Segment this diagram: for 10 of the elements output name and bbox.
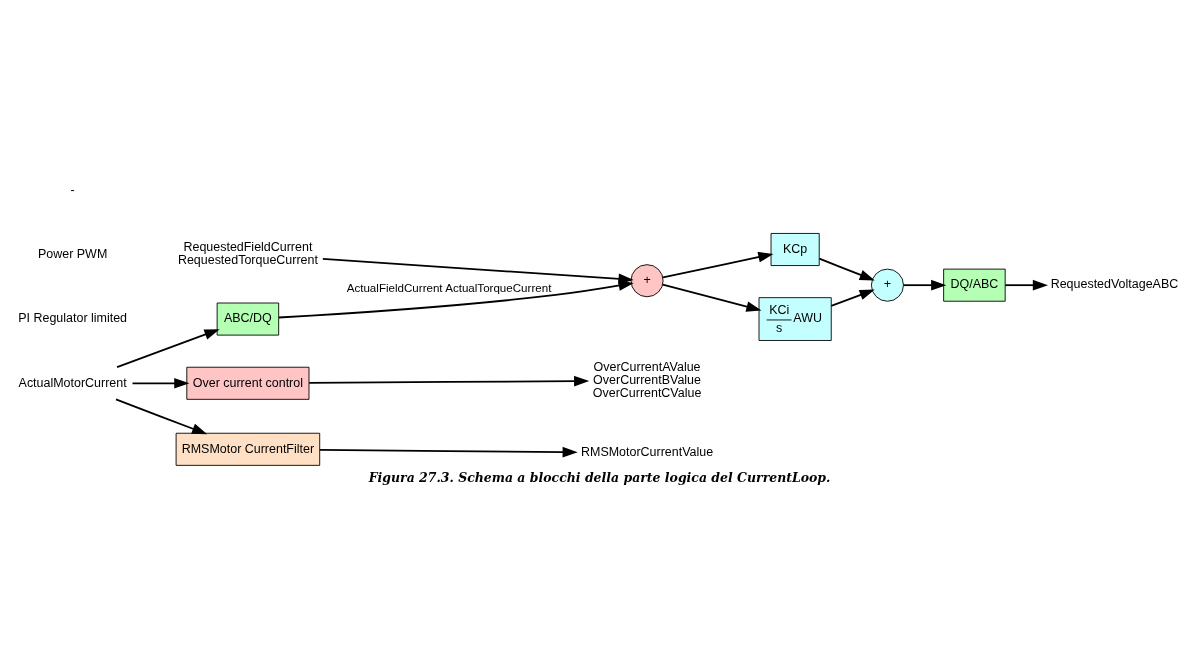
node-text: RequestedFieldCurrent RequestedTorqueCurrent [177, 239, 318, 267]
label: Power PWM [37, 247, 108, 262]
node-text: RequestedVoltageABC [1050, 277, 1179, 292]
edge-label: ActualFieldCurrent ActualTorqueCurrent [346, 281, 552, 294]
label: PI Regulator limited [18, 311, 128, 326]
node-text: ActualMotorCurrent [18, 375, 127, 390]
node-text: RMSMotorCurrentValue [581, 445, 714, 460]
caption: Figura 27.3. Schema a blocchi della parte logica del CurrentLoop. [368, 469, 831, 485]
label: - [70, 182, 75, 197]
node-text: OverCurrentAValue OverCurrentBValue OverCurrentCValue [592, 359, 702, 401]
